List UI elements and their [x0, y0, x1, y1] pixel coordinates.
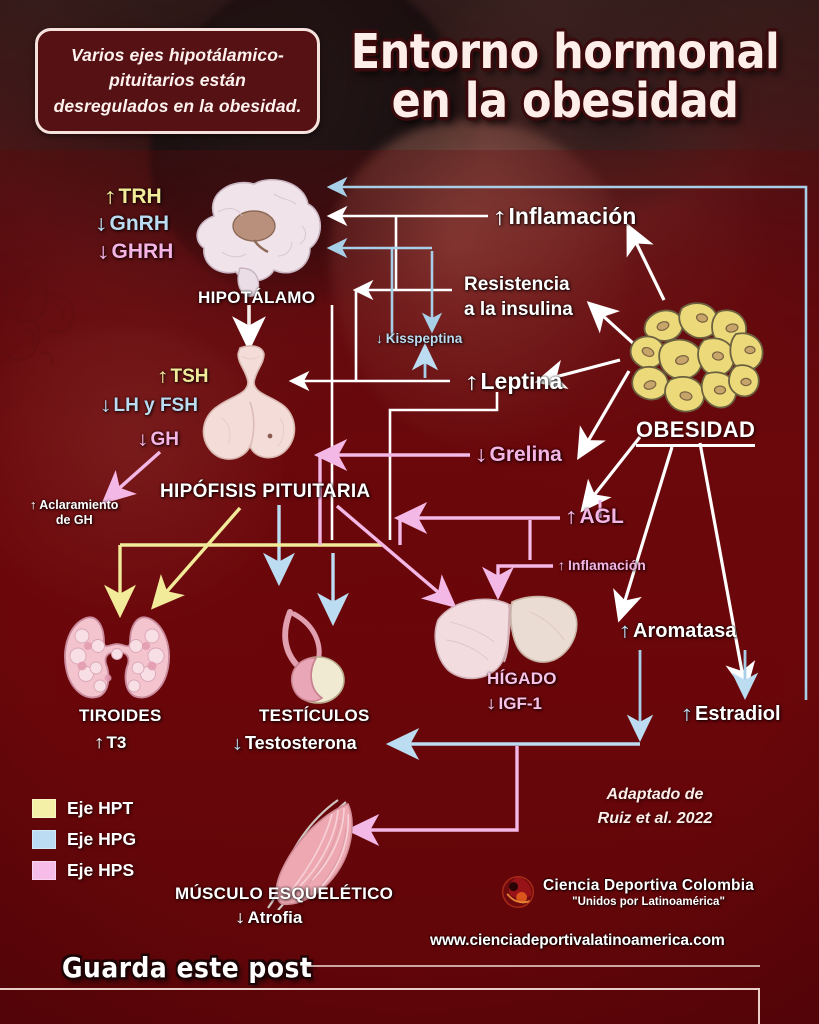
- obesity-label: OBESIDAD: [636, 417, 756, 447]
- legend-label-hps: Eje HPS: [67, 860, 135, 880]
- brand-tagline: "Unidos por Latinoamérica": [572, 895, 725, 908]
- organ-label-testicles: TESTÍCULOS: [259, 706, 370, 725]
- source-line1: Adaptado de: [606, 786, 704, 803]
- signal-ghrelin: ↓Grelina: [474, 442, 562, 467]
- legend-label-hpt: Eje HPT: [67, 798, 134, 818]
- adipose-tissue-illustration: [629, 302, 764, 413]
- legend-item-hpt: Eje HPT: [32, 798, 136, 819]
- signal-aromatase: ↑Aromatasa: [618, 619, 737, 643]
- hormone-ghrh: ↓GHRH: [96, 239, 174, 264]
- brand-name: Ciencia Deportiva Colombia: [543, 876, 755, 894]
- signal-liver-inflammation: ↑Inflamación: [557, 557, 646, 573]
- signal-agl: ↑AGL: [564, 504, 624, 529]
- page-title-line2: en la obesidad: [391, 73, 739, 130]
- brand-block: Ciencia Deportiva Colombia "Unidos por L…: [500, 874, 754, 910]
- thyroid-marker-t3: ↑T3: [93, 732, 127, 753]
- source-line2: Ruiz et al. 2022: [597, 810, 713, 827]
- hormone-tsh: ↑TSH: [156, 365, 209, 388]
- testicles-illustration: [282, 609, 345, 704]
- hormone-trh: ↑TRH: [103, 184, 162, 209]
- organ-label-muscle: MÚSCULO ESQUELÉTICO: [175, 884, 394, 903]
- organ-label-liver: HÍGADO: [487, 669, 557, 688]
- bottom-frame: [0, 988, 760, 1024]
- signal-insulin-resistance: Resistencia a la insulina: [464, 274, 573, 321]
- page-title-line1: Entorno hormonal: [350, 24, 780, 81]
- pituitary-illustration: [202, 345, 296, 460]
- background-tint: [0, 150, 819, 1024]
- testicles-marker-testosterone: ↓Testosterona: [231, 732, 357, 754]
- organ-label-pituitary: HIPÓFISIS PITUITARIA: [160, 481, 371, 502]
- organ-label-thyroid: TIROIDES: [79, 706, 162, 725]
- legend-label-hpg: Eje HPG: [67, 829, 137, 849]
- liver-illustration: [434, 595, 578, 680]
- hormone-lh-fsh: ↓LH y FSH: [99, 394, 198, 417]
- legend-item-hps: Eje HPS: [32, 860, 136, 881]
- page-title: Entorno hormonal en la obesidad: [330, 28, 800, 130]
- signal-inflammation: ↑Inflamación: [491, 202, 637, 230]
- skeletal-muscle-illustration: [267, 799, 353, 910]
- callout-box: Varios ejes hipotálamico-pituitarios est…: [35, 28, 320, 134]
- legend-item-hpg: Eje HPG: [32, 829, 136, 850]
- legend-swatch-hpg: [32, 830, 56, 849]
- liver-marker-igf1: ↓IGF-1: [485, 693, 542, 714]
- cta-save-post: Guarda este post: [62, 951, 313, 984]
- brand-logo-icon: [501, 875, 535, 909]
- website-url[interactable]: www.cienciadeportivalatinoamerica.com: [430, 932, 725, 949]
- muscle-marker-atrophy: ↓Atrofia: [234, 907, 303, 928]
- legend-swatch-hps: [32, 861, 56, 880]
- signal-kisspeptin: ↓Kisspeptina: [375, 331, 463, 346]
- signal-leptin: ↑Leptina: [463, 367, 563, 395]
- legend: Eje HPT Eje HPG Eje HPS: [32, 798, 136, 891]
- callout-text: Varios ejes hipotálamico-pituitarios est…: [53, 44, 302, 116]
- hypothalamus-illustration: [196, 179, 322, 297]
- hormone-gh: ↓GH: [136, 428, 179, 451]
- source-attribution: Adaptado de Ruiz et al. 2022: [555, 783, 755, 831]
- hormone-gnrh: ↓GnRH: [94, 211, 169, 236]
- signal-estradiol: ↑Estradiol: [680, 702, 781, 726]
- organ-label-hypothalamus: HIPOTÁLAMO: [198, 288, 316, 307]
- gh-clearance-label: ↑Aclaramiento de GH: [29, 498, 119, 528]
- legend-swatch-hpt: [32, 799, 56, 818]
- thyroid-illustration: [64, 616, 170, 699]
